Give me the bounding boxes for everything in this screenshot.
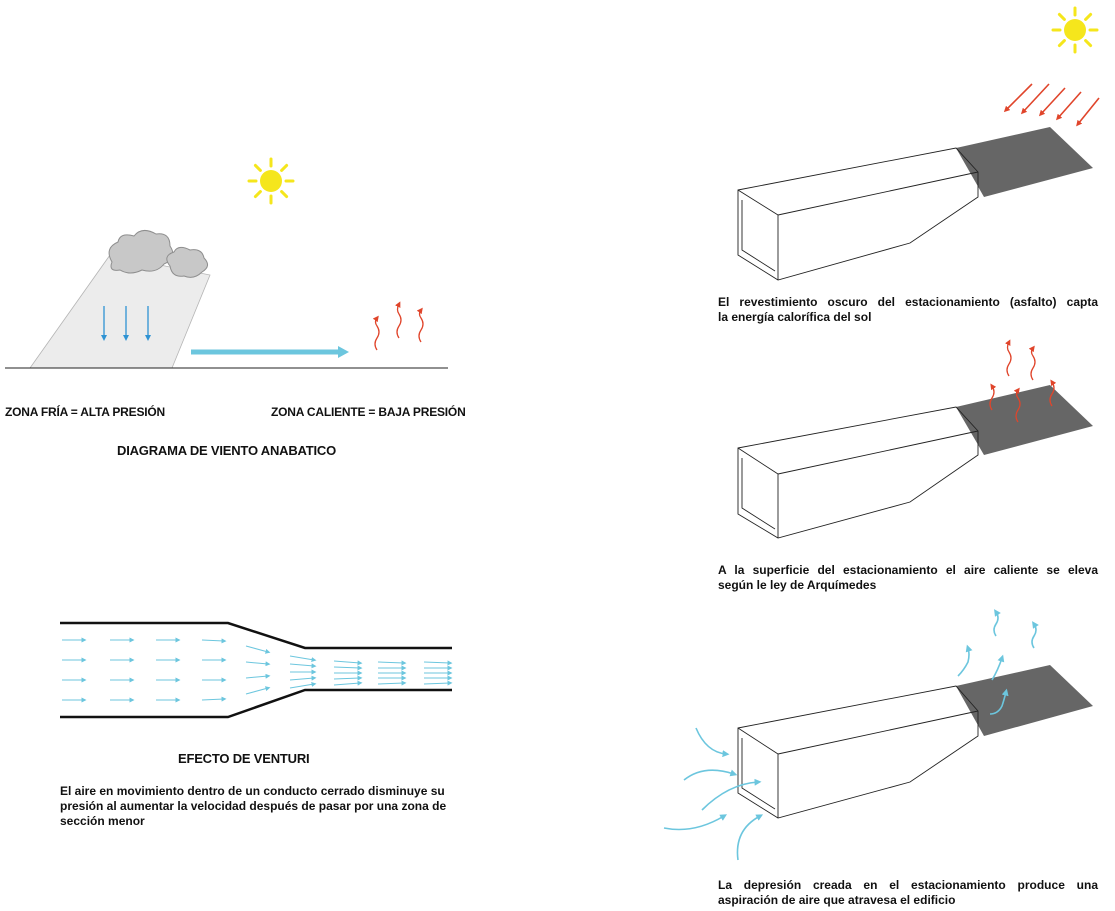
panel-1-sun-heating xyxy=(737,6,1100,281)
panel-2-hot-air-rising xyxy=(737,339,1093,539)
sun-icon xyxy=(1051,6,1099,54)
panel-3-caption: La depresión creada en el estacionamient… xyxy=(718,878,1098,908)
venturi-top-wall xyxy=(60,621,452,650)
rising-air-arrows xyxy=(957,609,1039,715)
wind-flow-arrowhead xyxy=(338,346,349,358)
panel-1-caption: El revestimiento oscuro del estacionamie… xyxy=(718,295,1098,325)
venturi-diagram xyxy=(60,621,453,719)
venturi-title: EFECTO DE VENTURI xyxy=(178,751,310,766)
panel-2-caption-line2: según le ley de Arquímedes xyxy=(718,578,877,592)
venturi-flow-arrows xyxy=(62,637,453,703)
hot-air-arrows xyxy=(989,339,1057,423)
building-duct xyxy=(737,406,979,539)
cold-air-arrows xyxy=(101,306,151,341)
building-duct xyxy=(737,147,979,281)
anabatic-diagram xyxy=(5,157,448,369)
incoming-air-arrows xyxy=(663,727,764,861)
asphalt-parking xyxy=(956,665,1093,736)
hot-air-arrows xyxy=(372,301,424,351)
asphalt-parking xyxy=(956,127,1093,197)
asphalt-parking xyxy=(956,385,1093,455)
panel-1-caption-line2: la energía calorífica del sol xyxy=(718,310,872,324)
panel-1-caption-line1: El revestimiento oscuro del estacionamie… xyxy=(718,295,1098,309)
venturi-bottom-wall xyxy=(60,688,452,719)
cold-zone-label: ZONA FRÍA = ALTA PRESIÓN xyxy=(5,405,165,419)
panel-2-caption: A la superficie del estacionamiento el a… xyxy=(718,563,1098,593)
sun-icon xyxy=(247,157,295,205)
venturi-description: El aire en movimiento dentro de un condu… xyxy=(60,784,447,828)
panel-2-caption-line1: A la superficie del estacionamiento el a… xyxy=(718,563,1098,577)
hot-zone-label: ZONA CALIENTE = BAJA PRESIÓN xyxy=(271,405,466,419)
panel-3-caption-line1: La depresión creada en el estacionamient… xyxy=(718,878,1098,892)
building-duct xyxy=(737,685,979,819)
panel-3-caption-line2: aspiración de aire que atravesa el edifi… xyxy=(718,893,956,907)
anabatic-title: DIAGRAMA DE VIENTO ANABATICO xyxy=(117,443,337,458)
cloud-icon xyxy=(108,230,208,278)
solar-radiation-arrows xyxy=(1003,83,1100,127)
panel-3-air-suction xyxy=(663,609,1093,861)
